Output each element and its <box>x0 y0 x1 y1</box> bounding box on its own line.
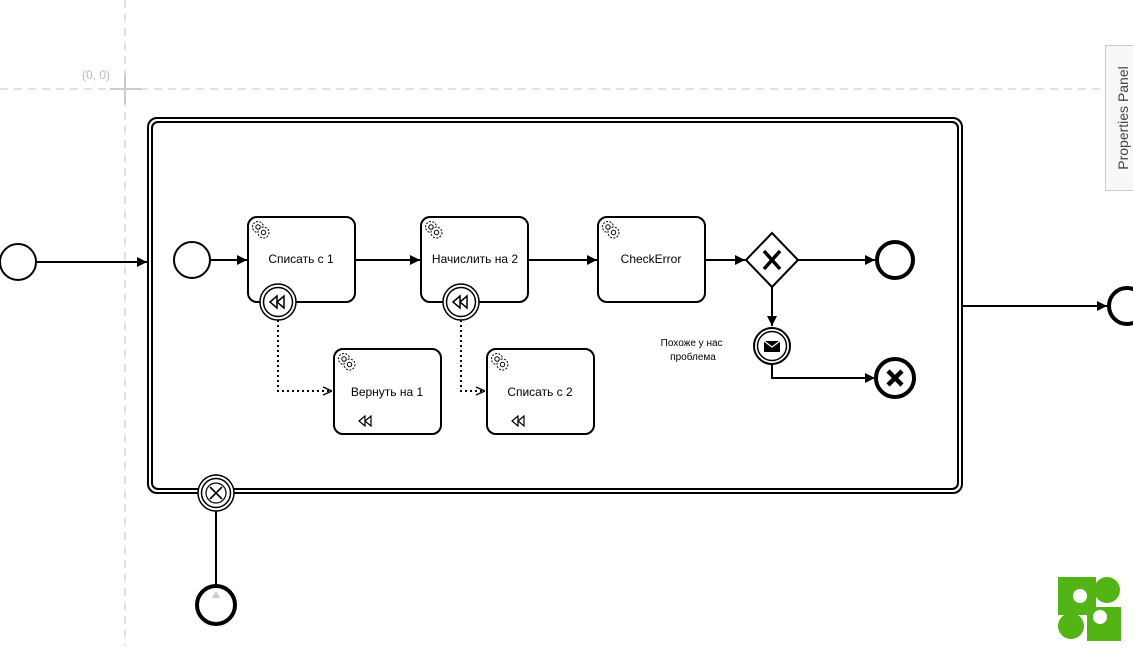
compensation-marker-icon <box>511 414 525 428</box>
cancel-end-event[interactable] <box>874 357 916 399</box>
task-label: CheckError <box>621 252 682 266</box>
properties-panel-label: Properties Panel <box>1114 66 1131 170</box>
task-label: Списать с 1 <box>268 252 334 266</box>
bpmn-io-logo[interactable] <box>1058 577 1121 641</box>
outer-start-event[interactable] <box>0 243 37 281</box>
x-marker-icon <box>762 249 782 271</box>
compensation-boundary-event-2[interactable] <box>442 283 480 321</box>
compensation-marker-icon <box>358 414 372 428</box>
origin-label: (0, 0) <box>82 68 111 82</box>
inner-start-event[interactable] <box>173 241 211 279</box>
message-event-label: Похоже у нас проблема <box>661 338 726 363</box>
compensation-boundary-event-1[interactable] <box>259 283 297 321</box>
task-label: Списать с 2 <box>507 385 573 399</box>
hidden-arrow-tip <box>212 591 220 598</box>
task-refund-1[interactable]: Вернуть на 1 <box>333 348 442 435</box>
cancel-x-icon <box>205 482 227 504</box>
compensation-association-1[interactable] <box>277 320 332 391</box>
task-debit-2[interactable]: Списать с 2 <box>486 348 595 435</box>
compensation-icon <box>451 294 468 310</box>
cancel-boundary-event[interactable] <box>197 474 235 512</box>
flow-message-to-cancel-end[interactable] <box>771 364 875 383</box>
inner-end-event[interactable] <box>875 240 915 280</box>
boundary-end-event[interactable] <box>195 584 237 626</box>
intermediate-message-event[interactable] <box>753 327 791 365</box>
envelope-icon <box>763 340 781 352</box>
exclusive-gateway[interactable] <box>744 231 800 289</box>
task-debit-1[interactable]: Списать с 1 <box>247 216 356 303</box>
compensation-icon <box>268 294 285 310</box>
cancel-x-icon <box>886 369 904 387</box>
outer-end-event[interactable] <box>1107 286 1133 326</box>
task-label: Вернуть на 1 <box>351 385 424 399</box>
task-label: Начислить на 2 <box>432 252 518 266</box>
compensation-association-2[interactable] <box>460 320 485 391</box>
properties-panel-toggle[interactable]: Properties Panel <box>1105 45 1133 191</box>
task-check-error[interactable]: CheckError <box>597 216 706 303</box>
